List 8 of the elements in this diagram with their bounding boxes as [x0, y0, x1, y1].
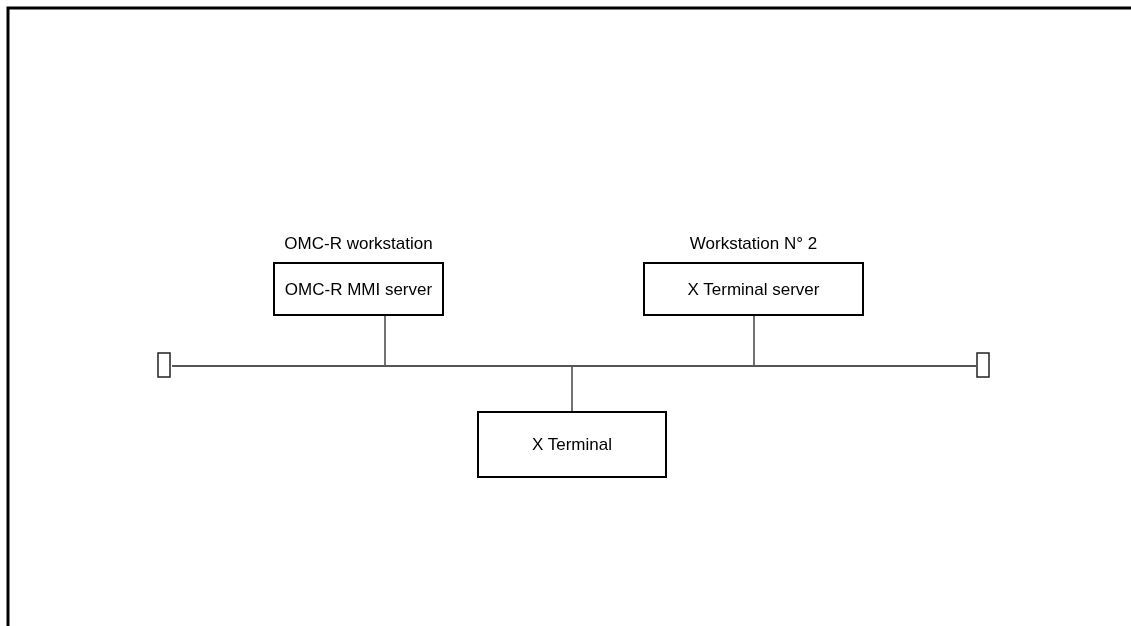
connector-line	[384, 315, 386, 366]
box-label: OMC-R MMI server	[283, 278, 434, 300]
node-heading: Workstation N° 2	[688, 233, 819, 254]
box-label: X Terminal server	[686, 278, 821, 300]
node-heading: OMC-R workstation	[283, 233, 434, 254]
box-label: X Terminal	[531, 434, 613, 455]
connector-line	[571, 366, 573, 412]
connector-line	[753, 315, 755, 366]
